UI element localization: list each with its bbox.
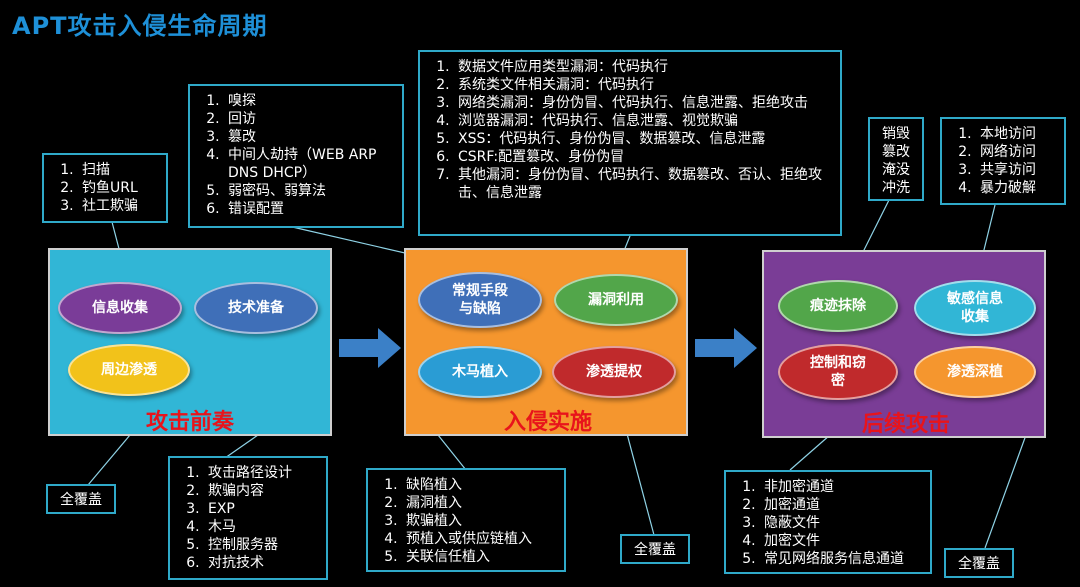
list-item: 错误配置 (224, 200, 394, 218)
list-item: 冲洗 (882, 180, 910, 196)
list-item: 淹没 (882, 162, 910, 178)
list-item: 非加密通道 (760, 478, 922, 496)
list-item: 漏洞植入 (402, 494, 556, 512)
list-item: 加密通道 (760, 496, 922, 514)
list-item: 本地访问 (976, 125, 1056, 143)
list-item: 数据文件应用类型漏洞：代码执行 (454, 58, 832, 76)
ellipse-tech-prep: 技术准备 (194, 282, 318, 334)
stage-intrusion: 常规手段 与缺陷 漏洞利用 木马植入 渗透提权 入侵实施 (404, 248, 688, 436)
ellipse-label: 木马植入 (452, 364, 508, 380)
sniff-list-box: 嗅探 回访 篡改 中间人劫持（WEB ARP DNS DHCP） 弱密码、弱算法… (188, 84, 404, 228)
ellipse-label: 痕迹抹除 (810, 298, 866, 314)
list-item: 欺骗植入 (402, 512, 556, 530)
ellipse-vuln-exploit: 漏洞利用 (554, 274, 678, 326)
stage-label: 后续攻击 (861, 412, 950, 437)
access-list-box: 本地访问 网络访问 共享访问 暴力破解 (940, 117, 1066, 205)
full-coverage-box: 全覆盖 (46, 484, 116, 514)
ellipse-info-gathering: 信息收集 (58, 282, 182, 334)
ellipse-peripheral-penetration: 周边渗透 (68, 344, 190, 396)
scan-list-box: 扫描 钓鱼URL 社工欺骗 (42, 153, 168, 223)
list-item: 加密文件 (760, 532, 922, 550)
list-item: 常见网络服务信息通道 (760, 550, 922, 568)
vulnerability-list-box: 数据文件应用类型漏洞：代码执行 系统类文件相关漏洞：代码执行 网络类漏洞：身份伪… (418, 50, 842, 236)
list-item: 暴力破解 (976, 179, 1056, 197)
list-item: EXP (204, 500, 318, 518)
ellipse-deep-penetration: 渗透深植 (914, 346, 1036, 398)
list-item: XSS：代码执行、身份伪冒、数据篡改、信息泄露 (454, 130, 832, 148)
list-item: 钓鱼URL (78, 179, 158, 197)
list-item: 系统类文件相关漏洞：代码执行 (454, 76, 832, 94)
list-item: 其他漏洞：身份伪冒、代码执行、数据篡改、否认、拒绝攻击、信息泄露 (454, 166, 832, 202)
list-item: 社工欺骗 (78, 197, 158, 215)
page-title: APT攻击入侵生命周期 (12, 12, 268, 40)
full-coverage-box: 全覆盖 (944, 548, 1014, 578)
ellipse-trace-erase: 痕迹抹除 (778, 280, 898, 332)
list-item: 隐蔽文件 (760, 514, 922, 532)
implant-list-box: 缺陷植入 漏洞植入 欺骗植入 预植入或供应链植入 关联信任植入 (366, 468, 566, 572)
list-item: CSRF:配置篡改、身份伪冒 (454, 148, 832, 166)
list-item: 控制服务器 (204, 536, 318, 554)
list-item: 缺陷植入 (402, 476, 556, 494)
attack-path-list-box: 攻击路径设计 欺骗内容 EXP 木马 控制服务器 对抗技术 (168, 456, 328, 580)
ellipse-label: 常规手段 与缺陷 (452, 283, 508, 317)
stage-label: 攻击前奏 (145, 410, 234, 435)
list-item: 网络访问 (976, 143, 1056, 161)
destroy-list-box: 销毁 篡改 淹没 冲洗 (868, 117, 924, 201)
stage-follow-up: 痕迹抹除 敏感信息 收集 控制和窃 密 渗透深植 后续攻击 (762, 250, 1046, 438)
list-item: 木马 (204, 518, 318, 536)
ellipse-label: 信息收集 (92, 300, 148, 316)
list-item: 共享访问 (976, 161, 1056, 179)
list-item: 浏览器漏洞：代码执行、信息泄露、视觉欺骗 (454, 112, 832, 130)
ellipse-label: 漏洞利用 (588, 292, 644, 308)
list-item: 欺骗内容 (204, 482, 318, 500)
cover-label: 全覆盖 (958, 556, 1000, 572)
ellipse-control-steal: 控制和窃 密 (778, 344, 898, 400)
ellipse-label: 渗透提权 (586, 364, 642, 380)
list-item: 预植入或供应链植入 (402, 530, 556, 548)
stage-label: 入侵实施 (503, 410, 592, 435)
list-item: 篡改 (882, 144, 910, 160)
ellipse-privilege-escalation: 渗透提权 (552, 346, 676, 398)
ellipse-label: 控制和窃 密 (810, 355, 866, 389)
list-item: 关联信任植入 (402, 548, 556, 566)
list-item: 篡改 (224, 128, 394, 146)
ellipse-trojan-implant: 木马植入 (418, 346, 542, 398)
cover-label: 全覆盖 (634, 542, 676, 558)
ellipse-label: 敏感信息 收集 (947, 291, 1003, 325)
list-item: 销毁 (882, 126, 910, 142)
list-item: 对抗技术 (204, 554, 318, 572)
channel-list-box: 非加密通道 加密通道 隐蔽文件 加密文件 常见网络服务信息通道 (724, 470, 932, 574)
list-item: 扫描 (78, 161, 158, 179)
list-item: 弱密码、弱算法 (224, 182, 394, 200)
list-item: 网络类漏洞：身份伪冒、代码执行、信息泄露、拒绝攻击 (454, 94, 832, 112)
cover-label: 全覆盖 (60, 492, 102, 508)
list-item: 嗅探 (224, 92, 394, 110)
ellipse-label: 周边渗透 (101, 362, 157, 378)
ellipse-sensitive-info: 敏感信息 收集 (914, 280, 1036, 336)
ellipse-label: 渗透深植 (947, 364, 1003, 380)
full-coverage-box: 全覆盖 (620, 534, 690, 564)
list-item: 攻击路径设计 (204, 464, 318, 482)
ellipse-conventional-means: 常规手段 与缺陷 (418, 272, 542, 328)
ellipse-label: 技术准备 (228, 300, 284, 316)
arrow-icon (339, 328, 757, 368)
list-item: 回访 (224, 110, 394, 128)
list-item: 中间人劫持（WEB ARP DNS DHCP） (224, 146, 394, 182)
stage-attack-prelude: 信息收集 技术准备 周边渗透 攻击前奏 (48, 248, 332, 436)
